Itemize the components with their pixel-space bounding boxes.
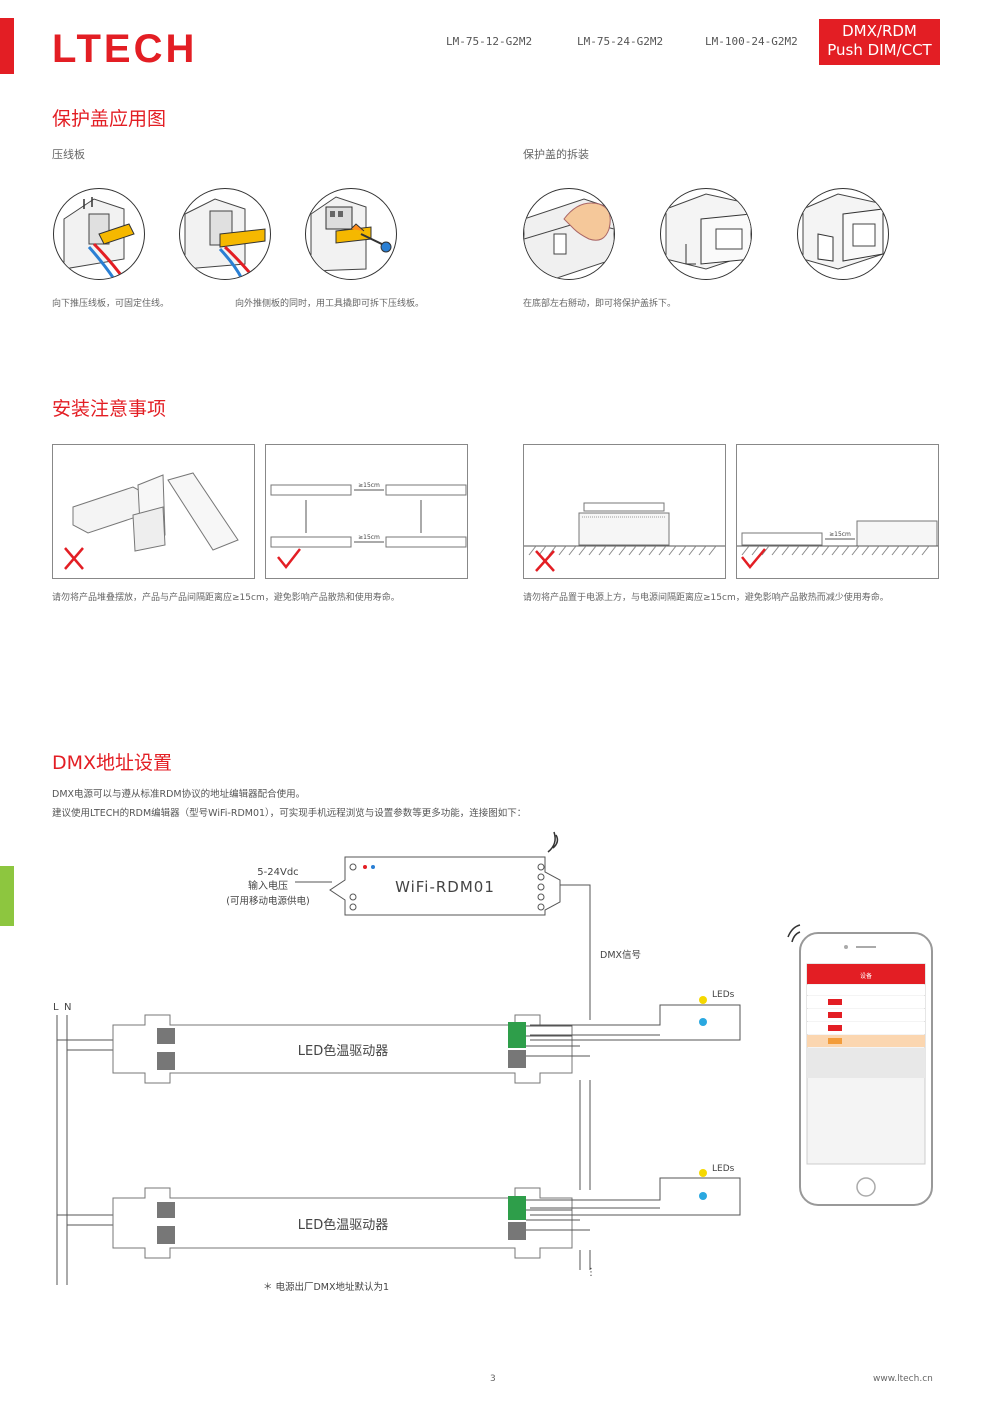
clamp-illustration-2 [179, 188, 271, 280]
leds-label-2: LEDs [712, 1164, 735, 1174]
page-number: 3 [490, 1374, 496, 1384]
driver-2-label: LED色温驱动器 [298, 1217, 388, 1233]
input-voltage: 5-24Vdc [257, 867, 298, 878]
section-title-dmx: DMX地址设置 [52, 752, 173, 774]
model-2: LM-75-24-G2M2 [577, 35, 664, 48]
model-1: LM-75-12-G2M2 [446, 35, 533, 48]
tag-line-1: DMX/RDM [842, 22, 917, 40]
input-voltage-label: 输入电压 [248, 879, 288, 892]
ltech-logo: LTECH [52, 27, 198, 71]
distance-label-beside: ≥15cm [829, 531, 851, 538]
dmx-signal-label: DMX信号 [600, 949, 641, 961]
dmx-note-2: 建议使用LTECH的RDM编辑器（型号WiFi-RDM01），可实现手机远程浏览… [52, 808, 527, 819]
correct-beside-supply-illustration: ≥15cm [736, 444, 939, 579]
correct-spacing-illustration: ≥15cm ≥15cm [265, 444, 468, 579]
protocol-tag: DMX/RDM Push DIM/CCT [819, 19, 940, 65]
cover-removal-illustration-1 [523, 188, 615, 280]
brand-side-bar [0, 18, 14, 74]
dmx-note-1: DMX电源可以与遵从标准RDM协议的地址编辑器配合使用。 [52, 789, 306, 800]
driver-1-label: LED色温驱动器 [298, 1043, 388, 1059]
leds-label-1: LEDs [712, 990, 735, 1000]
line-L-label: L [53, 1002, 59, 1013]
led-driver-2: LED色温驱动器 [112, 1187, 590, 1259]
input-voltage-note: (可用移动电源供电) [226, 895, 309, 907]
smartphone: 设备 [787, 924, 933, 1206]
factory-default-note: ＊ 电源出厂DMX地址默认为1 [263, 1281, 389, 1293]
section-title-cover: 保护盖应用图 [52, 108, 167, 130]
caption-cover-removal: 在底部左右掰动，即可将保护盖拆下。 [523, 299, 677, 309]
led-driver-1: LED色温驱动器 [112, 1014, 590, 1084]
wifi-rdm01-label: WiFi-RDM01 [395, 878, 495, 896]
caption-clamp-1: 向下推压线板，可固定住线。 [52, 299, 170, 309]
phone-app-title: 设备 [860, 972, 872, 980]
clamp-illustration-1 [53, 188, 145, 280]
line-N-label: N [64, 1002, 71, 1013]
cover-removal-illustration-2 [660, 188, 752, 280]
clamp-illustration-3 [305, 188, 397, 280]
subtitle-cover-removal: 保护盖的拆装 [523, 148, 589, 161]
svg-text:⋮: ⋮ [586, 1267, 596, 1278]
website-url: www.ltech.cn [873, 1374, 933, 1384]
section-title-installation: 安装注意事项 [52, 398, 167, 420]
distance-label-bottom: ≥15cm [358, 534, 380, 541]
cover-removal-illustration-3 [797, 188, 889, 280]
dmx-wiring-diagram: L N WiFi-RDM01 5-24Vdc 输入电压 (可用移动电源供电) D… [53, 831, 933, 1293]
subtitle-clamp: 压线板 [52, 148, 85, 161]
wrong-stacking-illustration [52, 444, 255, 579]
model-3: LM-100-24-G2M2 [705, 35, 798, 48]
caption-clamp-2: 向外推侧板的同时，用工具撬即可拆下压线板。 [235, 299, 425, 309]
accent-side-bar [0, 866, 14, 926]
caption-above-supply: 请勿将产品置于电源上方，与电源间隔距离应≥15cm，避免影响产品散热而减少使用寿… [523, 593, 889, 603]
wrong-above-supply-illustration [523, 444, 726, 579]
distance-label-top: ≥15cm [358, 482, 380, 489]
tag-line-2: Push DIM/CCT [827, 41, 932, 59]
caption-stacking: 请勿将产品堆叠摆放，产品与产品间隔距离应≥15cm，避免影响产品散热和使用寿命。 [52, 593, 400, 603]
